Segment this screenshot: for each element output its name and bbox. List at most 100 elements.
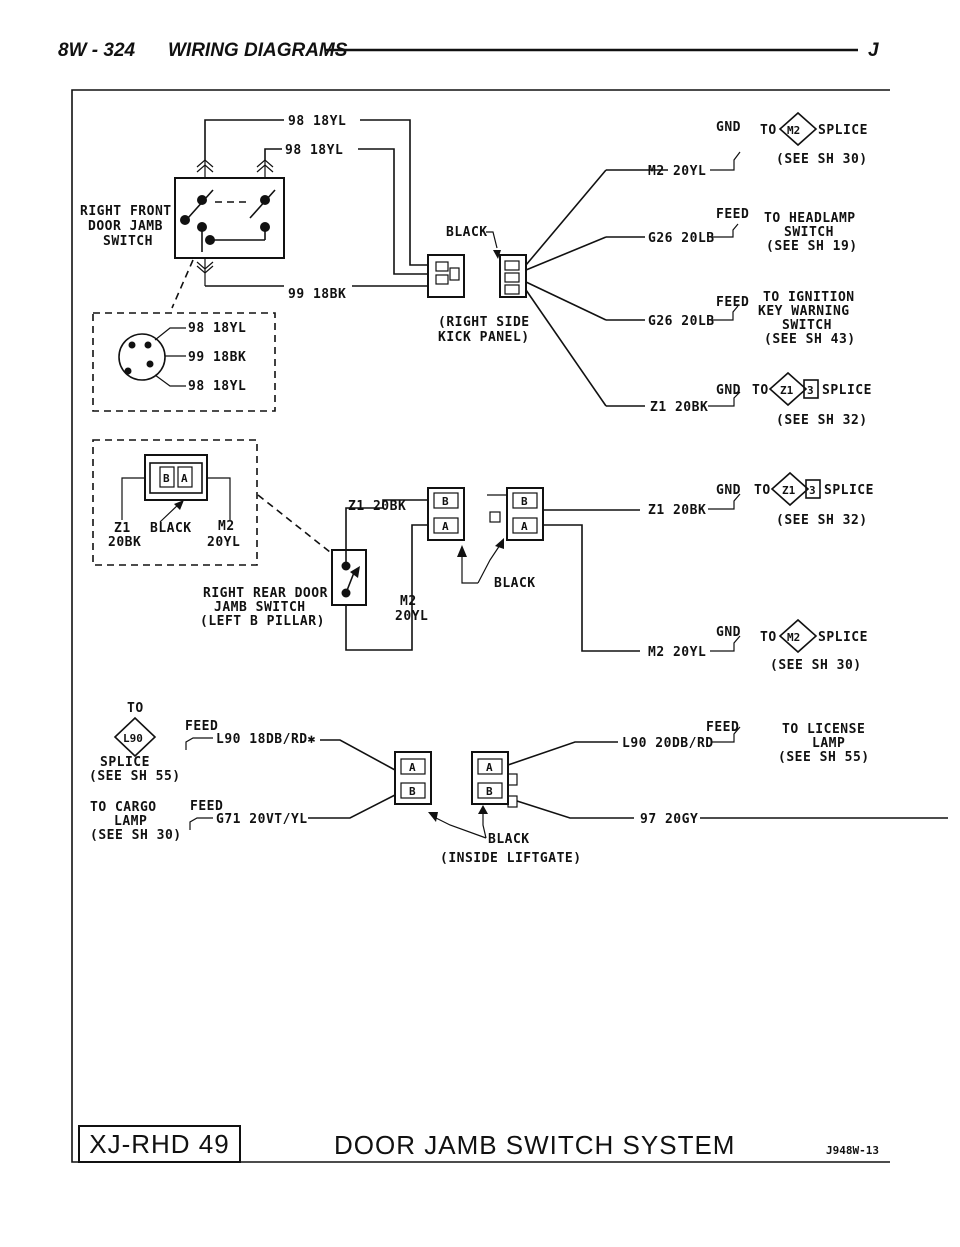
rr-switch-label-1: RIGHT REAR DOOR [203,586,328,601]
header-title: WIRING DIAGRAMS [168,40,348,61]
rr-legend-black: BLACK [150,521,192,536]
wire-g26-a [525,236,607,271]
footer-page-box: XJ-RHD 49 [78,1125,241,1163]
wire-l90-right [507,741,618,766]
wire-98-b-right [358,148,428,275]
kick-panel-connector-right [499,254,527,298]
liftgate-black-leader [482,812,487,839]
ignition-2: KEY WARNING [758,304,850,319]
rr-legend-connector: B A [121,454,231,520]
rf-switch-label-2: DOOR JAMB [88,219,163,234]
g26-a-feed: FEED [716,207,749,222]
liftgate-label: (INSIDE LIFTGATE) [440,851,582,866]
rr-legend-z1-1: Z1 [114,521,131,536]
l90-left-label: L90 18DB/RD✱ [216,732,316,747]
footer-page-id: XJ-RHD 49 [89,1128,230,1159]
g26-b-label: G26 20LB [648,314,715,329]
legend-leader-3 [154,374,186,387]
z1-a-label: Z1 20BK [650,400,708,415]
kick-panel-black-label: BLACK [446,225,488,240]
z1-splice-a: SPLICE [822,383,872,398]
liftgate-right-pin-b: B [486,785,493,798]
m2-splice-diamond-b [778,618,818,654]
z1-ref-b: (SEE SH 32) [776,513,868,528]
l90-splice-diamond [113,716,157,758]
rr-legend-leader [257,494,341,561]
wire-98-b-left [264,148,282,160]
m2-ref-b: (SEE SH 30) [770,658,862,673]
z1-splice-diamond-b [770,471,810,507]
g71-feed: FEED [190,799,223,814]
liftgate-right-pin-a: A [486,761,493,774]
m2-code-b: M2 [787,631,800,644]
wire-z1-a [525,289,607,407]
wire-g71 [308,794,396,819]
wire-98-a-right [360,119,428,266]
legend-98-a: 98 18YL [188,321,246,336]
wire-m2-rear [345,524,428,651]
headlamp-2: SWITCH [784,225,834,240]
liftgate-black-label: BLACK [488,832,530,847]
wire-m2-bottom [543,524,640,652]
m2-rear-label-1: M2 [400,594,417,609]
kick-panel-label-1: (RIGHT SIDE [438,315,530,330]
z1-splice-b: SPLICE [824,483,874,498]
m2-top-label: M2 20YL [648,164,706,179]
m2-code-a: M2 [787,124,800,137]
liftgate-connector-left: A B [394,751,432,805]
wire-98-b-label: 98 18YL [285,143,343,158]
l90-right-feed: FEED [706,720,739,735]
rf-switch-label-1: RIGHT FRONT [80,204,172,219]
m2-top-to: TO [760,123,777,138]
rf-round-connector [118,333,166,381]
rear-black-label: BLACK [494,576,536,591]
wire-g26-b [525,281,607,321]
g26-b-feed: FEED [716,295,749,310]
headlamp-1: TO HEADLAMP [764,211,856,226]
wire-m2-top [525,169,607,266]
rear-inline-connector-right: B A [489,487,544,541]
z1-rear-label: Z1 20BK [348,499,406,514]
z1-b-to: TO [754,483,771,498]
header-marker: J [868,40,879,61]
l90-ref: (SEE SH 55) [89,769,181,784]
rf-switch-label-3: SWITCH [103,234,153,249]
cargo-1: TO CARGO [90,800,157,815]
wire-98-a-left [204,119,284,160]
g26-a-label: G26 20LB [648,231,715,246]
cargo-2: LAMP [114,814,147,829]
header-page: 8W - 324 [58,40,136,61]
black-arrow [493,250,501,259]
m2-splice-b: SPLICE [818,630,868,645]
rear-left-pin-b: B [442,495,449,508]
l90-left-feed: FEED [185,719,218,734]
rr-switch-label-2: JAMB SWITCH [214,600,306,615]
rr-legend-pin-b: B [163,472,170,485]
liftgate-connector-right: A B [471,751,518,808]
right-rear-door-jamb-switch [331,549,367,606]
right-front-door-jamb-switch [174,177,285,259]
rr-legend-z1-2: 20BK [108,535,141,550]
kick-panel-connector-left [427,254,465,298]
wire-98-a-label: 98 18YL [288,114,346,129]
rear-right-pin-b: B [521,495,528,508]
ignition-1: TO IGNITION [763,290,855,305]
rr-switch-label-3: (LEFT B PILLAR) [200,614,325,629]
rf-connector-legend [92,312,276,412]
l90-to: TO [127,701,144,716]
l90-right-label: L90 20DB/RD [622,736,714,751]
ignition-3: SWITCH [782,318,832,333]
z1-code-a: Z1 [780,384,794,397]
l90-code: L90 [123,732,143,745]
license-1: TO LICENSE [782,722,865,737]
z1-b-gnd: GND [716,483,741,498]
z1-a-to: TO [752,383,769,398]
z1-pin-a: 3 [807,384,814,397]
rear-right-pin-a: A [521,520,528,533]
liftgate-black-leader-b [431,815,487,839]
z1-ref-a: (SEE SH 32) [776,413,868,428]
liftgate-left-pin-b: B [409,785,416,798]
legend-99: 99 18BK [188,350,246,365]
rr-legend-pin-a: A [181,472,188,485]
